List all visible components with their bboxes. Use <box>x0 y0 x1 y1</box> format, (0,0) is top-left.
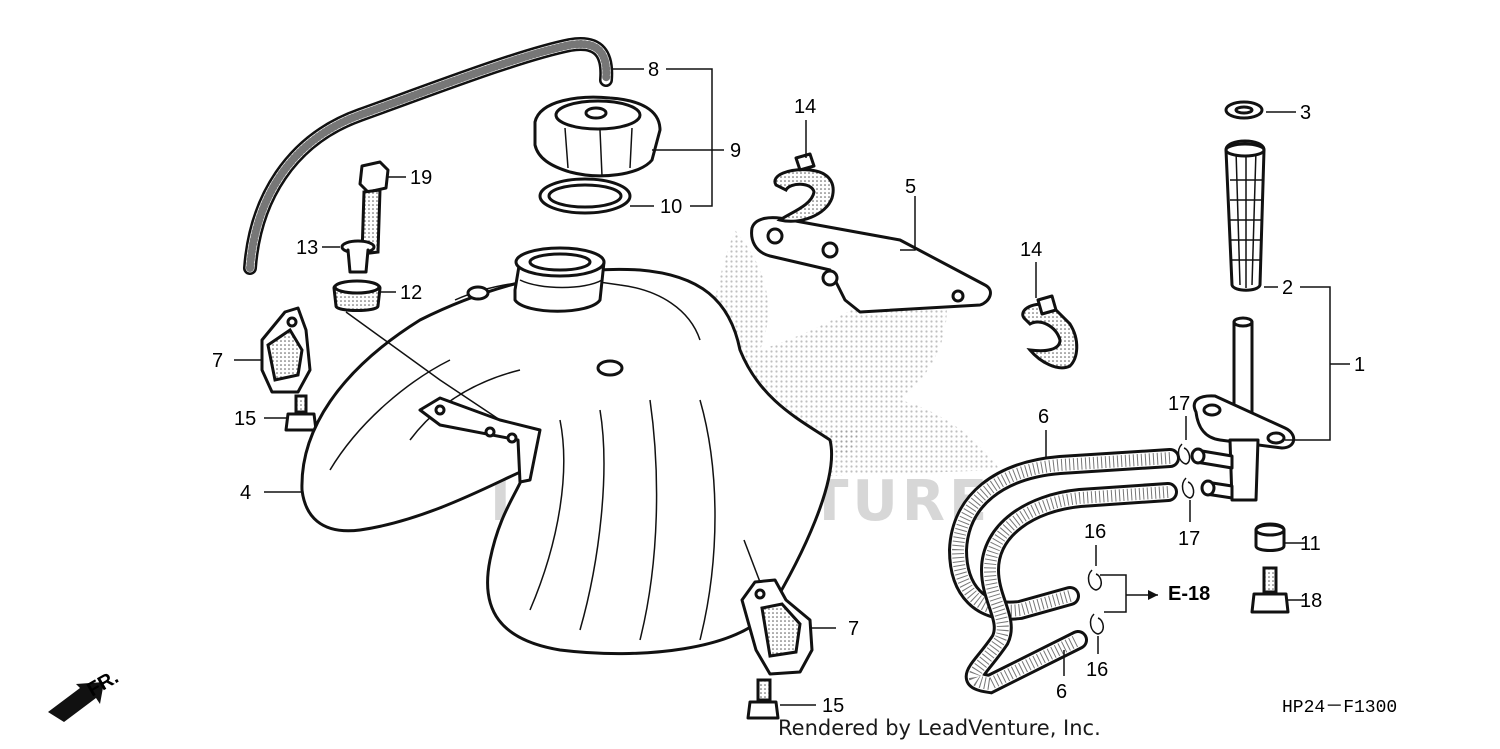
callout-1: 1 <box>1354 354 1365 376</box>
callout-6-lower: 6 <box>1056 681 1067 703</box>
bolt-18 <box>1250 566 1290 614</box>
callout-14-upper: 14 <box>794 96 816 118</box>
callout-2: 2 <box>1282 277 1293 299</box>
fuel-valve <box>1190 316 1296 502</box>
flange-bolt-left <box>284 394 318 432</box>
fuel-cap <box>533 95 662 178</box>
reference-e18: E-18 <box>1168 583 1210 605</box>
band-clip-lower <box>1021 294 1079 370</box>
reference-arrow <box>1148 590 1158 600</box>
callout-7-bottom: 7 <box>848 618 859 640</box>
callout-6-upper: 6 <box>1038 406 1049 428</box>
collar-13 <box>340 239 376 274</box>
tank-bracket <box>750 216 992 314</box>
fuel-tank <box>300 246 833 656</box>
callout-3: 3 <box>1300 102 1311 124</box>
callout-11: 11 <box>1300 533 1321 555</box>
callout-19: 19 <box>410 167 432 189</box>
callout-14-lower: 14 <box>1020 239 1042 261</box>
fuel-strainer <box>1224 139 1266 292</box>
band-clip-upper <box>773 152 835 223</box>
callout-17-upper: 17 <box>1168 393 1190 415</box>
hose-clip-17a <box>1177 443 1191 465</box>
cap-gasket <box>538 177 632 215</box>
flange-bolt-bottom <box>746 678 780 720</box>
callout-16-upper: 16 <box>1084 521 1106 543</box>
front-arrow-icon <box>48 682 104 722</box>
callout-16-lower: 16 <box>1086 659 1108 681</box>
callout-10: 10 <box>660 196 682 218</box>
callout-9: 9 <box>730 140 741 162</box>
callout-12: 12 <box>400 282 422 304</box>
callout-18: 18 <box>1300 590 1322 612</box>
mount-bracket-left <box>260 306 312 394</box>
callout-5: 5 <box>905 176 916 198</box>
callout-17-lower: 17 <box>1178 528 1200 550</box>
nut-11 <box>1254 522 1286 552</box>
bolt-19 <box>358 160 390 256</box>
fuel-hose-lower <box>964 482 1178 695</box>
mount-bracket-bottom <box>740 578 814 676</box>
drawing-code: HP24－F1300 <box>1282 698 1397 718</box>
render-credit: Rendered by LeadVenture, Inc. <box>778 716 1101 740</box>
callout-15-bottom: 15 <box>822 695 844 717</box>
rubber-mount-12 <box>332 279 382 312</box>
hose-clip-17b <box>1181 477 1195 499</box>
callout-15-left: 15 <box>234 408 256 430</box>
callout-13: 13 <box>296 237 318 259</box>
callout-8: 8 <box>648 59 659 81</box>
hose-clip-16a <box>1087 569 1102 591</box>
callout-7-left: 7 <box>212 350 223 372</box>
leader-lines <box>234 68 1350 706</box>
hose-clip-16b <box>1089 613 1104 635</box>
washer-3 <box>1224 100 1264 120</box>
callout-4: 4 <box>240 482 251 504</box>
